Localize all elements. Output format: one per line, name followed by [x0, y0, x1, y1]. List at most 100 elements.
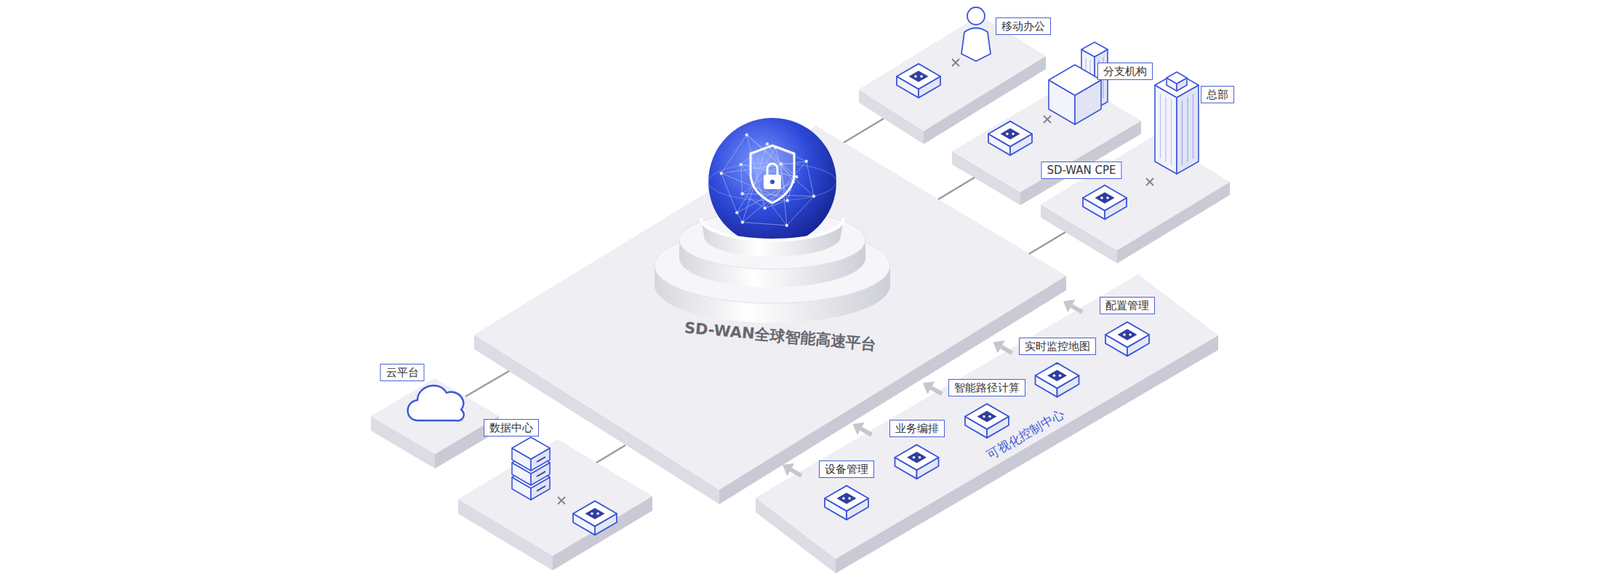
link-line	[938, 177, 975, 200]
hq-icons	[1181, 100, 1183, 166]
control-module-icons	[1001, 346, 1013, 354]
platform-title: SD-WAN全球智能高速平台	[683, 317, 878, 355]
branch-icons	[1011, 132, 1015, 136]
control-module-icons	[782, 463, 795, 476]
control-module-icons	[848, 496, 851, 500]
iso-platform	[370, 378, 499, 454]
mobile-office-icons	[896, 64, 941, 90]
cloud-icon	[408, 385, 464, 421]
mobile-office-icons	[967, 7, 985, 25]
control-module-icons	[988, 415, 992, 419]
control-module-icons	[965, 403, 1009, 430]
iso-platform	[370, 378, 499, 469]
control-module-icons	[977, 410, 998, 423]
hq-icons	[1146, 178, 1154, 186]
platform-node: 可视化控制中心设备管理 业务编排 智能路径计算 实时监控地图 配置管理	[755, 274, 1219, 574]
iso-platform	[952, 80, 1142, 192]
iso-platform	[1040, 136, 1230, 264]
iso-platform	[1040, 136, 1230, 251]
shield-lock	[750, 145, 795, 203]
platform-node: SD-WAN全球智能高速平台	[474, 125, 1067, 504]
module-label: 实时监控地图	[1018, 337, 1096, 355]
mobile-office-icons	[920, 74, 923, 78]
server-icon	[585, 507, 606, 520]
branch-icons	[988, 42, 1108, 155]
module-label: 配置管理	[1099, 296, 1155, 315]
control-module-icons	[1058, 373, 1062, 377]
control-module-icons	[1122, 333, 1126, 336]
label-text: 设备管理	[824, 462, 869, 476]
link-line	[596, 445, 626, 463]
hq-icons	[1100, 196, 1104, 200]
shield-lock	[770, 179, 775, 184]
control-module-icons	[1128, 333, 1132, 336]
mobile-office-icons	[909, 70, 929, 83]
branch-icons	[1043, 115, 1051, 123]
hq-icons	[1082, 72, 1199, 219]
control-module-icons	[1071, 306, 1083, 313]
security-globe	[741, 164, 743, 194]
control-module-icons	[842, 496, 846, 500]
control-module-icons	[1053, 373, 1056, 377]
control-module-icons	[930, 387, 942, 395]
security-globe	[736, 212, 743, 222]
link-line	[465, 370, 510, 397]
server-icon	[596, 512, 600, 515]
iso-platform	[458, 439, 653, 571]
security-globe	[741, 220, 744, 224]
device-label: SD-WAN CPE	[1040, 161, 1122, 179]
mobile-office-icons	[896, 7, 991, 98]
module-label: 业务编排	[889, 419, 945, 438]
security-globe	[786, 196, 814, 226]
label-text: SD-WAN CPE	[1046, 163, 1116, 177]
hq-icons	[1160, 93, 1161, 159]
globe-rim	[701, 218, 844, 240]
platform-node: 总部SD-WAN CPE	[1040, 136, 1230, 264]
control-module-icons	[993, 340, 1006, 353]
server-icon	[536, 485, 546, 491]
server-icon	[512, 437, 550, 459]
control-module-icons	[1047, 369, 1067, 382]
control-module-icons	[912, 456, 916, 459]
module-label: 智能路径计算	[948, 378, 1026, 397]
iso-platform	[458, 439, 653, 556]
security-globe	[763, 206, 767, 210]
security-globe	[708, 117, 837, 246]
hq-icons	[1192, 93, 1194, 159]
hq-icons	[1176, 85, 1199, 174]
security-globe	[785, 224, 789, 227]
control-module-icons	[918, 456, 922, 459]
server-icon	[512, 437, 617, 535]
mobile-office-icons	[961, 28, 991, 62]
mobile-office-icons	[914, 74, 918, 78]
hq-icons	[1106, 196, 1110, 200]
control-module-icons	[906, 451, 927, 464]
hq-icons	[1095, 192, 1115, 204]
control-module-icons	[1035, 362, 1080, 389]
shield-lock	[750, 145, 795, 203]
site-label: 分支机构	[1097, 62, 1153, 80]
control-module-icons	[824, 485, 869, 512]
module-label: 设备管理	[818, 460, 875, 478]
control-module-icons	[861, 428, 872, 435]
label-text: 智能路径计算	[954, 381, 1020, 395]
site-label: 移动办公	[995, 17, 1051, 35]
server-icon	[573, 501, 617, 527]
platform-node: 移动办公	[858, 15, 1046, 144]
hq-icons	[1154, 85, 1177, 174]
security-globe	[744, 133, 748, 136]
platform-node: 云平台	[370, 378, 499, 469]
hq-icons	[1166, 72, 1187, 84]
server-icon	[557, 496, 566, 504]
control-module-icons	[837, 492, 857, 504]
security-globe	[805, 160, 808, 163]
center-title: 可视化控制中心	[984, 405, 1068, 463]
branch-icons	[1005, 132, 1009, 136]
hq-icons	[1165, 97, 1166, 163]
hq-icons	[1186, 97, 1188, 163]
server-icon	[536, 471, 546, 477]
branch-icons	[1048, 64, 1102, 96]
iso-platform	[755, 274, 1219, 574]
